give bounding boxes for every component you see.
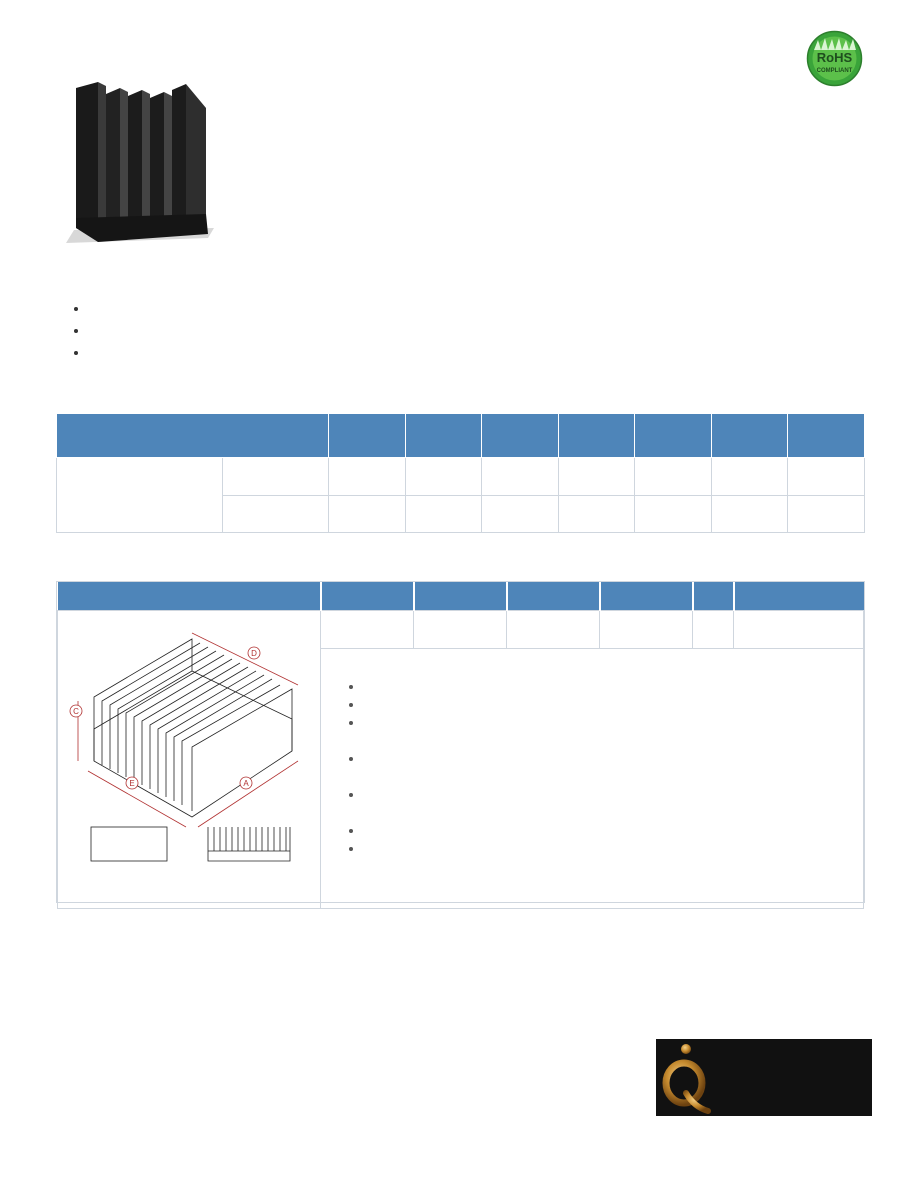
dimensions-cell [692,609,734,650]
q-logo-icon [662,1044,711,1114]
dimensions-header-cell [598,582,693,610]
dimensions-cell [506,609,600,650]
brand-logo [656,1039,872,1116]
dimensions-panel: D C E A [56,581,865,909]
dim-label-c: C [73,707,79,716]
specs-header-cell [328,412,406,459]
specs-header-cell [557,412,636,459]
dimensions-header-cell [691,582,734,610]
specs-header-cell [787,412,865,459]
heatsink-drawing: D C E A [69,632,299,861]
dim-label-a: A [243,779,249,788]
drawing-fins [93,637,293,811]
specs-cell [634,457,712,496]
specs-header-row [56,412,865,459]
specs-table [56,412,865,534]
specs-cell [557,457,636,496]
product-photo [66,82,214,243]
note-item [349,787,863,823]
front-view-drawing [207,826,291,861]
note-item [349,715,863,751]
dim-label-e: E [129,779,134,788]
note-item [349,697,863,715]
specs-header-cell [481,412,559,459]
specs-cell [328,457,406,496]
dimensions-table: D C E A [57,582,864,909]
dimensions-cell [599,609,693,650]
dimensions-header-cell [732,582,864,610]
specs-cell [634,494,712,534]
rohs-text: RoHS [817,50,853,65]
specs-header-cell [56,412,329,459]
dimensions-cell [413,609,507,650]
specs-cell [404,494,483,534]
dimensions-row: D C E A [57,609,864,909]
specs-cell [222,494,329,534]
specs-row [57,494,865,534]
dimensions-header-cell [505,582,600,610]
note-item [349,679,863,697]
dimensions-header-row [57,582,864,610]
notes-cell [320,648,864,909]
dimensions-header-cell [57,582,321,610]
specs-header-cell [404,412,483,459]
rohs-badge: RoHS COMPLIANT [806,30,863,87]
dimensions-cell [733,609,864,650]
note-item [349,751,863,787]
specs-cell [404,457,483,496]
note-item [349,841,863,859]
specs-cell [710,494,789,534]
specs-cell [481,494,559,534]
drawing-cell: D C E A [57,609,321,909]
specs-cell [557,494,636,534]
specs-row [56,457,865,533]
notes-list [321,649,863,859]
side-view-drawing [90,826,168,861]
dim-label-d: D [251,649,257,658]
specs-cell [787,457,865,496]
specs-cell [710,457,789,496]
note-item [349,823,863,841]
specs-header-cell [634,412,712,459]
specs-group-cell [56,457,223,533]
rohs-compliant-text: COMPLIANT [817,68,853,74]
specs-cell [481,457,559,496]
dimensions-header-cell [319,582,414,610]
specs-cell [328,494,406,534]
dimensions-cell [320,609,414,650]
dimensions-header-cell [412,582,507,610]
specs-cell [222,457,329,496]
specs-cell [787,494,865,534]
specs-header-cell [710,412,789,459]
